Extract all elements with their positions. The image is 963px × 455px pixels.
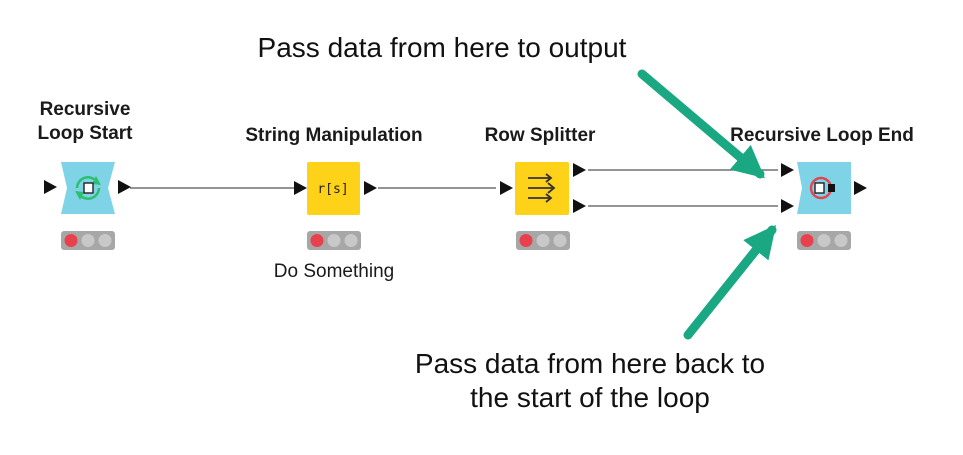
status-lights xyxy=(307,231,361,250)
node-title-row-splitter: Row Splitter xyxy=(484,125,596,146)
callout-bottom-text: Pass data from here back to the start of… xyxy=(360,347,820,415)
callout-top-text: Pass data from here to output xyxy=(257,32,627,63)
status-lights xyxy=(516,231,570,250)
input-port[interactable] xyxy=(44,180,57,194)
node-string-manipulation[interactable]: r[s] xyxy=(294,162,377,250)
node-title-line1: Recursive xyxy=(39,99,131,120)
node-title-line2: Loop Start xyxy=(37,123,133,144)
loop-end-icon xyxy=(809,176,835,200)
callout-bottom-line2: the start of the loop xyxy=(470,382,710,413)
output-port-bottom[interactable] xyxy=(573,199,586,213)
node-title-string-manipulation: String Manipulation xyxy=(245,125,423,146)
node-row-splitter[interactable] xyxy=(500,162,586,250)
row-splitter-icon xyxy=(528,173,556,203)
output-port[interactable] xyxy=(364,181,377,195)
node-recursive-loop-end[interactable] xyxy=(781,162,867,250)
callout-bottom-line1: Pass data from here back to xyxy=(414,348,766,379)
loop-start-icon xyxy=(75,176,101,200)
node-annotation-do-something: Do Something xyxy=(273,261,395,282)
input-port-bottom[interactable] xyxy=(781,199,794,213)
node-recursive-loop-start[interactable] xyxy=(44,162,131,250)
string-manipulation-icon: r[s] xyxy=(317,182,348,197)
output-port[interactable] xyxy=(854,181,867,195)
callout-arrow-bottom xyxy=(683,224,777,340)
input-port-top[interactable] xyxy=(781,163,794,177)
output-port-top[interactable] xyxy=(573,163,586,177)
input-port[interactable] xyxy=(500,181,513,195)
input-port[interactable] xyxy=(294,181,307,195)
callout-arrow-top xyxy=(637,69,765,179)
node-body[interactable] xyxy=(307,162,360,215)
output-port[interactable] xyxy=(118,180,131,194)
node-title-recursive-loop-start: Recursive Loop Start xyxy=(20,98,150,146)
status-lights xyxy=(61,231,115,250)
node-title-recursive-loop-end: Recursive Loop End xyxy=(730,125,914,146)
status-lights xyxy=(797,231,851,250)
